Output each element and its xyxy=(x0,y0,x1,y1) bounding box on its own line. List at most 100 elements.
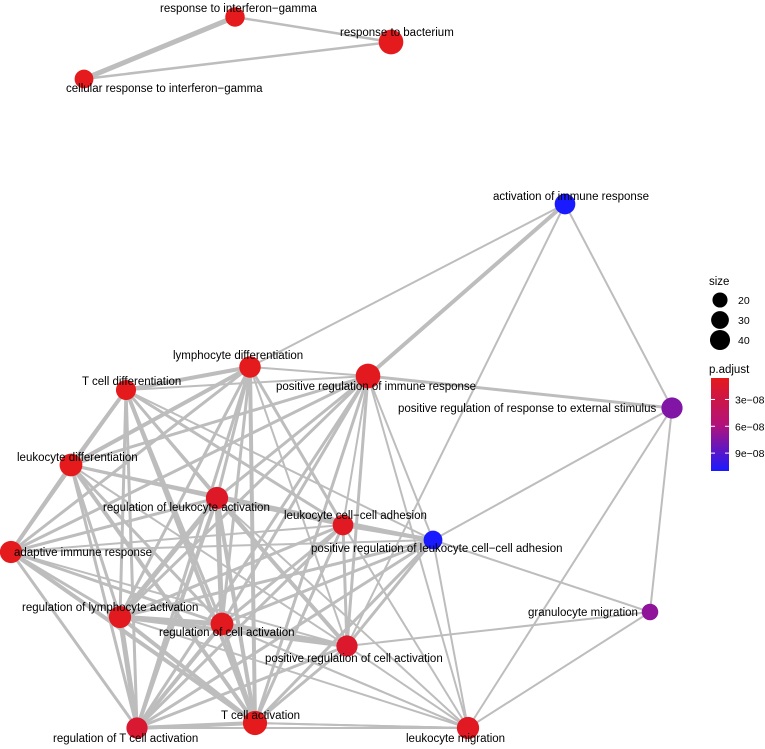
size-legend-label-30: 30 xyxy=(738,315,750,327)
node-label-regleu: regulation of leukocyte activation xyxy=(103,502,270,514)
edge-leuadh-regcell xyxy=(220,523,345,626)
node-label-regt: regulation of T cell activation xyxy=(53,733,198,745)
edge-ifng-bact xyxy=(233,15,393,44)
node-label-bact: response to bacterium xyxy=(340,27,454,39)
node-posleuadh[interactable] xyxy=(423,530,443,550)
edge-lymdiff-tact xyxy=(248,365,257,725)
edge-regt-tact xyxy=(135,721,257,730)
edge-leudiff-regt xyxy=(69,463,139,730)
node-layer xyxy=(0,7,683,740)
edge-adapt-poscell xyxy=(10,551,348,647)
edge-posimm-leuadh xyxy=(342,375,369,526)
edge-leumig-reglym xyxy=(119,616,469,729)
edge-regleu-adapt xyxy=(9,496,219,554)
node-regt[interactable] xyxy=(126,717,148,739)
edge-posleuadh-adapt xyxy=(10,539,434,553)
edge-posext-granmig xyxy=(649,407,673,613)
label-layer: response to interferon−gamma response to … xyxy=(14,3,657,745)
color-legend-tick-label: 6e−08 xyxy=(735,421,765,433)
node-label-leudiff: leukocyte differentiation xyxy=(17,452,138,464)
edge-actimm-lymdiff xyxy=(249,203,566,368)
edge-tdiff-reglym xyxy=(118,388,128,619)
edge-regcell-regt xyxy=(135,622,224,730)
edge-granmig-poscell xyxy=(346,611,651,647)
node-regleu[interactable] xyxy=(205,486,229,510)
edge-regleu-leumig xyxy=(216,497,469,729)
size-legend-label-20: 20 xyxy=(738,295,750,307)
node-label-ifng: response to interferon−gamma xyxy=(160,3,318,15)
edge-actimm-posext xyxy=(564,203,673,409)
edge-regleu-reglym xyxy=(117,495,220,620)
edge-posext-leumig xyxy=(467,407,673,729)
node-label-lymdiff: lymphocyte differentiation xyxy=(173,350,303,362)
edge-posimm-leumig xyxy=(367,375,469,729)
edge-ifng-cifng xyxy=(81,14,238,82)
color-legend-title: p.adjust xyxy=(709,364,750,376)
node-label-regcell: regulation of cell activation xyxy=(159,627,295,639)
node-label-reglym: regulation of lymphocyte activation xyxy=(22,602,198,614)
edge-posimm-poscell xyxy=(345,374,370,648)
edge-regleu-regcell xyxy=(214,495,225,627)
node-actimm[interactable] xyxy=(554,193,576,215)
edge-leudiff-adapt xyxy=(9,463,73,554)
edge-posimm-regleu xyxy=(215,374,370,500)
node-leumig[interactable] xyxy=(456,716,480,740)
edge-posleuadh-leumig xyxy=(432,539,469,729)
edge-posleuadh-posimm xyxy=(367,375,434,541)
edge-granmig-leumig xyxy=(467,611,651,729)
node-regcell[interactable] xyxy=(210,612,234,636)
node-label-actimm: activation of immune response xyxy=(493,191,649,203)
node-leudiff[interactable] xyxy=(59,453,83,477)
edge-posimm-posext xyxy=(366,374,674,410)
node-label-posleuadh: positive regulation of leukocyte cell−ce… xyxy=(311,543,563,555)
node-cifng[interactable] xyxy=(74,69,94,89)
node-tdiff[interactable] xyxy=(115,379,137,401)
node-tact[interactable] xyxy=(242,710,268,736)
edge-leuadh-adapt xyxy=(10,524,344,553)
node-label-tact: T cell activation xyxy=(221,710,300,722)
edge-adapt-regt xyxy=(9,550,139,730)
node-label-posimm: positive regulation of immune response xyxy=(276,381,476,393)
edge-posleuadh-granmig xyxy=(432,539,651,613)
node-label-granmig: granulocyte migration xyxy=(528,607,638,619)
edge-adapt-regcell xyxy=(9,550,224,626)
node-lymdiff[interactable] xyxy=(239,356,261,378)
size-legend-title: size xyxy=(709,276,729,288)
edge-poscell-regt xyxy=(135,644,349,730)
edge-poscell-tact xyxy=(253,644,349,725)
edge-posimm-regcell xyxy=(220,374,370,626)
edge-leumig-leuadh xyxy=(342,524,469,729)
edge-actimm-posimm xyxy=(366,202,567,378)
edge-posimm-adapt xyxy=(9,374,370,554)
edge-reglym-tact xyxy=(118,615,257,725)
node-ifng[interactable] xyxy=(225,7,245,27)
node-label-poscell: positive regulation of cell activation xyxy=(265,653,443,665)
edge-actimm-poscell xyxy=(346,203,566,647)
size-legend-dot-40 xyxy=(709,329,731,351)
node-adapt[interactable] xyxy=(0,540,23,564)
node-granmig[interactable] xyxy=(641,603,659,621)
edge-leudiff-posleuadh xyxy=(70,464,434,541)
node-leuadh[interactable] xyxy=(332,514,354,536)
node-poscell[interactable] xyxy=(336,635,358,657)
edge-posleuadh-tact xyxy=(253,538,435,725)
node-label-leuadh: leukocyte cell−cell adhesion xyxy=(284,510,427,522)
edge-leudiff-reglym xyxy=(69,463,122,619)
edge-lymdiff-leudiff xyxy=(69,365,252,467)
node-posext[interactable] xyxy=(661,397,683,419)
color-legend-bar xyxy=(711,378,729,471)
edge-posimm-reglym xyxy=(118,374,370,619)
edge-posleuadh-tdiff xyxy=(125,389,434,541)
edge-adapt-tact xyxy=(9,550,257,725)
node-bact[interactable] xyxy=(378,29,404,55)
edge-cifng-bact xyxy=(82,40,393,81)
edge-leumig-poscell xyxy=(346,645,469,729)
edge-regleu-poscell xyxy=(215,496,349,648)
node-reglym[interactable] xyxy=(108,605,132,629)
edge-regcell-leumig xyxy=(221,623,469,729)
size-legend-dot-20 xyxy=(712,292,728,308)
node-posimm[interactable] xyxy=(355,363,381,389)
edge-lymdiff-posimm xyxy=(249,366,369,377)
